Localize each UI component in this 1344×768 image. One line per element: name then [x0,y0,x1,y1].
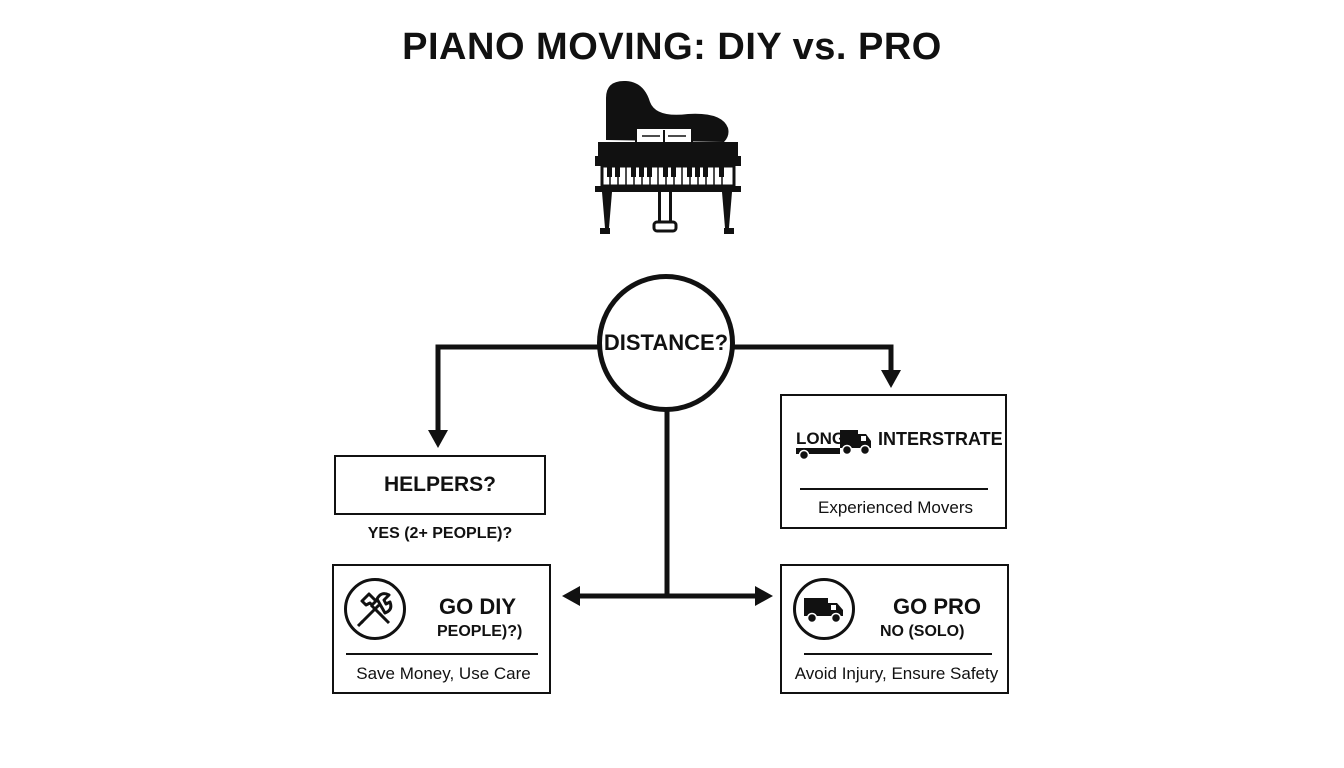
truck-icon [793,578,855,640]
tools-icon [344,578,406,640]
grand-piano-icon [595,80,741,234]
long-label: LONG [796,429,846,448]
arrowhead-diy [562,586,580,606]
diy-subtitle: PEOPLE)?) [437,623,523,640]
helpers-box: HELPERS? [334,455,546,515]
long-description: Experienced Movers [818,498,973,517]
diy-description: Save Money, Use Care [356,664,531,683]
connector-to-long [732,344,894,375]
long-type: INTERSTRATE [878,429,1003,449]
arrowhead-helpers [428,430,448,448]
helpers-answer: YES (2+ PEOPLE)? [367,525,513,542]
pro-subtitle: NO (SOLO) [880,623,965,640]
pro-title: GO PRO [893,594,982,619]
go-pro-box: GO PRO NO (SOLO) Avoid Injury, Ensure Sa… [780,564,1009,694]
arrowhead-pro [755,586,773,606]
divider [800,488,988,490]
diy-title: GO DIY [439,594,517,619]
distance-decision-node: DISTANCE? [597,274,735,412]
page-title: PIANO MOVING: DIY vs. PRO [402,26,942,68]
divider [804,653,992,655]
go-diy-box: GO DIY PEOPLE)?) Save Money, Use Care [332,564,551,694]
helpers-label: HELPERS? [383,473,496,496]
divider [346,653,538,655]
distance-decision-label: DISTANCE? [603,330,729,355]
pro-description: Avoid Injury, Ensure Safety [794,664,999,683]
truck-icon [840,430,871,456]
connector-to-helpers [435,344,601,433]
arrowhead-long [881,370,901,388]
truck-bed-icon [796,448,840,460]
long-distance-box: LONG INTERSTRATE Experienced Movers [780,394,1007,529]
